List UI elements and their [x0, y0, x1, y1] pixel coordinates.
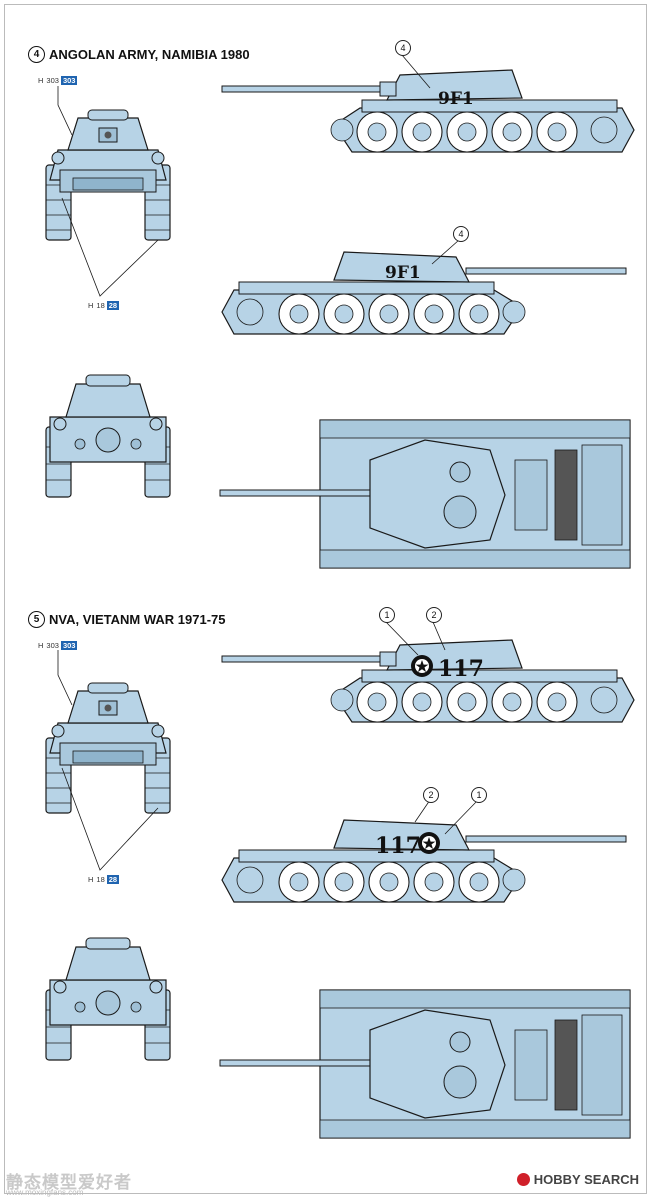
s4-top-view: [219, 419, 631, 569]
s5-callout-b: 2: [426, 607, 442, 623]
s5-roundel-2: [418, 832, 440, 854]
watermark-text: 静态模型爱好者: [6, 1173, 132, 1192]
section-4-ref-top: H 303 303: [38, 76, 78, 85]
s5-side-view-left: [221, 639, 635, 723]
section-4-number: 4: [28, 46, 45, 63]
section-5-label: NVA, VIETANM WAR 1971-75: [49, 612, 226, 627]
s5-front-view: [45, 682, 171, 814]
s4-callout-side-2: 4: [453, 226, 469, 242]
s5-roundel-1: [411, 655, 433, 677]
section-5-ref-top: H 303 303: [38, 641, 78, 650]
s4-rear-view: [45, 374, 171, 498]
s5-callout-c: 2: [423, 787, 439, 803]
page-frame: [4, 4, 647, 1194]
brand-name: HOBBY SEARCH: [533, 1172, 639, 1187]
s4-marking-side-1: 9F1: [438, 89, 474, 109]
s5-rear-view: [45, 937, 171, 1061]
watermark-url: www.moxingfans.com: [6, 1188, 84, 1197]
s5-marking-side-2: 117: [375, 833, 421, 859]
brand-logo: HOBBY SEARCH: [516, 1172, 639, 1187]
brand-icon: [516, 1173, 530, 1186]
section-5-ref-bottom: H 18 28: [88, 875, 120, 884]
s4-front-view: [45, 109, 171, 241]
s4-side-view-left: [221, 69, 635, 153]
section-4-label: ANGOLAN ARMY, NAMIBIA 1980: [49, 47, 250, 62]
s4-callout-side-1: 4: [395, 40, 411, 56]
s5-side-view-right: [221, 819, 627, 903]
section-5-title: 5 NVA, VIETANM WAR 1971-75: [28, 611, 226, 628]
s5-callout-a: 1: [379, 607, 395, 623]
s5-marking-side-1: 117: [438, 656, 484, 682]
s5-top-view: [219, 989, 631, 1139]
s4-side-view-right: [221, 251, 627, 335]
section-4-title: 4 ANGOLAN ARMY, NAMIBIA 1980: [28, 46, 250, 63]
s5-callout-d: 1: [471, 787, 487, 803]
section-5-number: 5: [28, 611, 45, 628]
section-4-ref-bottom: H 18 28: [88, 301, 120, 310]
s4-marking-side-2: 9F1: [385, 263, 421, 283]
